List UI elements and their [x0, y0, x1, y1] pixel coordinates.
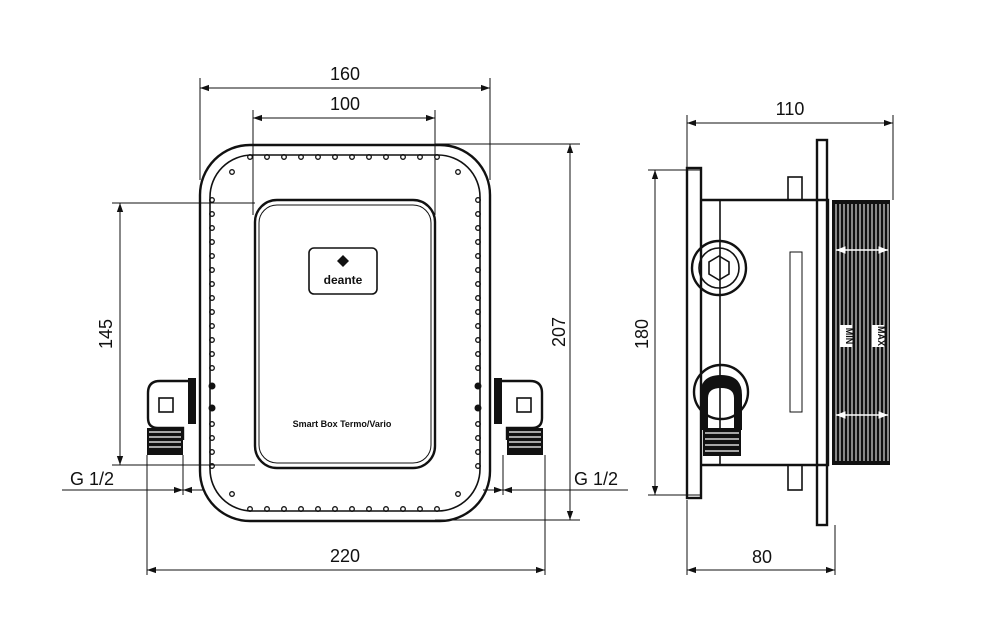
mounting-bolt	[474, 404, 482, 412]
perforation-dot	[315, 506, 321, 512]
perforation-dot	[209, 309, 215, 315]
dim-145: 145	[96, 319, 116, 349]
perforation-dot	[366, 154, 372, 160]
perforation-dot	[434, 506, 440, 512]
perforation-dot	[209, 435, 215, 441]
perforation-dot	[209, 463, 215, 469]
hex-nut	[690, 239, 748, 297]
perforation-dot	[400, 506, 406, 512]
thread-right-label: G 1/2	[574, 469, 618, 489]
perforation-dot	[298, 506, 304, 512]
perforation-dot	[209, 225, 215, 231]
perforation-dots	[208, 154, 482, 512]
wall-plate	[815, 138, 829, 527]
perforation-dot	[209, 351, 215, 357]
logo-text: deante	[324, 273, 363, 287]
perforation-dot	[229, 169, 235, 175]
mounting-bolt	[474, 382, 482, 390]
perforation-dot	[209, 267, 215, 273]
perforation-dot	[475, 449, 481, 455]
perforation-dot	[383, 154, 389, 160]
dim-180: 180	[632, 319, 652, 349]
perforation-dot	[229, 491, 235, 497]
right-bracket	[494, 378, 544, 455]
perforation-dot	[475, 225, 481, 231]
perforation-dot	[417, 154, 423, 160]
perforation-dot	[475, 337, 481, 343]
dim-100: 100	[330, 94, 360, 114]
perforation-dot	[349, 506, 355, 512]
perforation-dot	[475, 351, 481, 357]
perforation-dot	[264, 154, 270, 160]
perforation-dot	[332, 506, 338, 512]
perforation-dot	[209, 239, 215, 245]
dim-80: 80	[752, 547, 772, 567]
perforation-dot	[209, 337, 215, 343]
perforation-dot	[417, 506, 423, 512]
perforation-dot	[209, 197, 215, 203]
perforation-dot	[247, 154, 253, 160]
perforation-dot	[475, 365, 481, 371]
perforation-dot	[475, 211, 481, 217]
box-inner-frame	[209, 154, 481, 512]
thread-left-label: G 1/2	[70, 469, 114, 489]
front-view: deante Smart Box Termo/Vario	[62, 64, 628, 575]
perforation-dot	[298, 154, 304, 160]
perforation-dot	[475, 197, 481, 203]
perforation-dot	[281, 506, 287, 512]
perforation-dot	[475, 323, 481, 329]
side-view: MIN MAX 110 180 80	[632, 99, 894, 575]
perforation-dot	[209, 421, 215, 427]
perforation-dot	[209, 365, 215, 371]
perforation-dot	[209, 281, 215, 287]
cover-plate	[253, 198, 437, 470]
perforation-dot	[209, 449, 215, 455]
left-bracket	[146, 378, 196, 455]
mounting-bolt	[208, 404, 216, 412]
min-marker: MIN	[844, 328, 854, 345]
perforation-dot	[475, 267, 481, 273]
perforation-dot	[475, 253, 481, 259]
perforation-dot	[383, 506, 389, 512]
perforation-dot	[209, 323, 215, 329]
dim-160: 160	[330, 64, 360, 84]
perforation-dot	[209, 295, 215, 301]
perforation-dot	[475, 281, 481, 287]
perforation-dot	[475, 309, 481, 315]
perforation-dot	[475, 421, 481, 427]
perforation-dot	[209, 211, 215, 217]
dim-110: 110	[776, 99, 805, 119]
dimension-lines-front	[62, 84, 628, 574]
perforation-dot	[349, 154, 355, 160]
perforation-dot	[281, 154, 287, 160]
perforation-dot	[434, 154, 440, 160]
perforation-dot	[475, 239, 481, 245]
perforation-dot	[209, 253, 215, 259]
max-marker: MAX	[876, 326, 886, 346]
perforation-dot	[475, 463, 481, 469]
perforation-dot	[332, 154, 338, 160]
perforation-dot	[315, 154, 321, 160]
mounting-plate	[685, 166, 703, 500]
perforation-dot	[455, 491, 461, 497]
deante-logo: deante	[308, 247, 378, 295]
extension-lines-front	[112, 78, 580, 575]
perforation-dot	[455, 169, 461, 175]
mounting-bolt	[208, 382, 216, 390]
cover-plate-inner	[258, 204, 432, 464]
perforation-dot	[264, 506, 270, 512]
perforation-dot	[475, 295, 481, 301]
product-label: Smart Box Termo/Vario	[293, 419, 392, 429]
dim-207: 207	[549, 317, 569, 347]
lower-fitting	[692, 363, 750, 456]
perforation-dot	[400, 154, 406, 160]
dim-220: 220	[330, 546, 360, 566]
dimension-lines-side	[651, 119, 893, 574]
perforation-dot	[366, 506, 372, 512]
box-outer-frame	[198, 143, 492, 523]
perforation-dot	[247, 506, 253, 512]
perforation-dot	[475, 435, 481, 441]
